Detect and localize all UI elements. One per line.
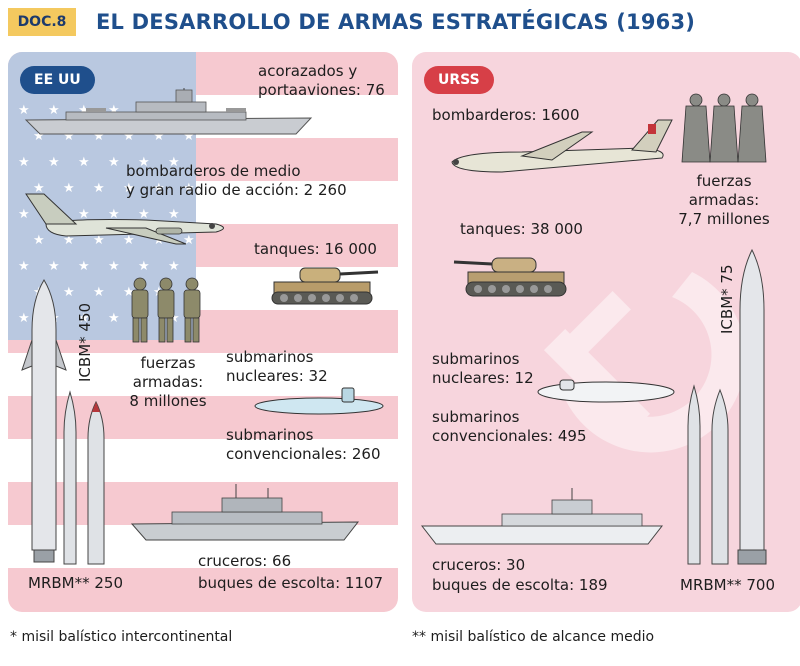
flag-star-icon: ★ <box>168 155 180 170</box>
flag-star-icon: ★ <box>168 259 180 274</box>
urss-subnuc-label-2: nucleares: 12 <box>432 369 534 387</box>
usa-forces-label-3: 8 millones <box>129 392 207 410</box>
bomber-icon <box>451 119 673 173</box>
flag-star-icon: ★ <box>108 311 120 326</box>
usa-bombers-label-1: bombarderos de medio <box>126 162 301 180</box>
flag-star-icon: ★ <box>78 311 90 326</box>
flag-star-icon: ★ <box>48 259 60 274</box>
flag-star-icon: ★ <box>138 207 150 222</box>
usa-tanks-label: tanques: 16 000 <box>254 240 377 258</box>
flag-star-icon: ★ <box>48 155 60 170</box>
flag-star-icon: ★ <box>123 181 135 196</box>
flag-star-icon: ★ <box>123 285 135 300</box>
flag-star-icon: ★ <box>18 259 30 274</box>
flag-star-icon: ★ <box>138 155 150 170</box>
usa-subconv-label-1: submarinos <box>226 426 314 444</box>
usa-forces-label-1: fuerzas <box>140 354 196 372</box>
flag-star-icon: ★ <box>123 129 135 144</box>
flag-star-icon: ★ <box>108 103 120 118</box>
bomber-icon <box>25 193 224 245</box>
flag-star-icon: ★ <box>168 207 180 222</box>
urss-panel: URSS bombarderos: 1600 fuerzas armadas: … <box>412 52 800 612</box>
flag-star-icon: ★ <box>78 155 90 170</box>
urss-subconv-label-1: submarinos <box>432 408 520 426</box>
usa-badge: EE UU <box>20 66 95 94</box>
cruiser-icon <box>130 484 360 541</box>
mrbm-missile-icon <box>687 384 729 565</box>
flag-star-icon: ★ <box>33 129 45 144</box>
urss-icbm-label: ICBM* 75 <box>718 264 736 335</box>
flag-star-icon: ★ <box>78 207 90 222</box>
flag-star-icon: ★ <box>63 233 75 248</box>
footnote-icbm: * misil balístico intercontinental <box>10 629 233 645</box>
urss-cruisers-label: cruceros: 30 <box>432 556 526 574</box>
urss-subnuc-label-1: submarinos <box>432 350 520 368</box>
cruiser-icon <box>420 488 664 545</box>
tank-icon <box>453 257 567 297</box>
flag-star-icon: ★ <box>78 103 90 118</box>
flag-star-icon: ★ <box>183 129 195 144</box>
flag-star-icon: ★ <box>108 155 120 170</box>
submarine-icon <box>537 379 675 403</box>
battleship-icon <box>24 88 313 135</box>
flag-star-icon: ★ <box>33 181 45 196</box>
icbm-missile-icon <box>737 248 767 565</box>
flag-star-icon: ★ <box>63 129 75 144</box>
flag-star-icon: ★ <box>18 155 30 170</box>
usa-cruisers-label: cruceros: 66 <box>198 552 292 570</box>
usa-panel: ★★★★★★★★★★★★★★★★★★★★★★★★★★★★★★★★★★★★★★★★… <box>8 52 398 612</box>
mrbm-missile-icon <box>63 390 105 565</box>
usa-mrbm-label: MRBM** 250 <box>28 574 123 592</box>
flag-star-icon: ★ <box>63 285 75 300</box>
flag-star-icon: ★ <box>63 181 75 196</box>
urss-tanks-label: tanques: 38 000 <box>460 220 583 238</box>
flag-star-icon: ★ <box>123 233 135 248</box>
usa-icbm-label: ICBM* 450 <box>76 302 94 382</box>
urss-bombers-label: bombarderos: 1600 <box>432 106 580 124</box>
flag-star-icon: ★ <box>78 259 90 274</box>
flag-star-icon: ★ <box>153 181 165 196</box>
flag-star-icon: ★ <box>108 259 120 274</box>
usa-bombers-label-2: y gran radio de acción: 2 260 <box>126 181 347 199</box>
urss-forces-label-2: armadas: <box>688 191 760 209</box>
flag-star-icon: ★ <box>93 285 105 300</box>
soldiers-icon <box>131 277 201 343</box>
flag-star-icon: ★ <box>183 233 195 248</box>
submarine-icon <box>254 387 384 415</box>
flag-star-icon: ★ <box>93 233 105 248</box>
flag-star-icon: ★ <box>33 233 45 248</box>
flag-star-icon: ★ <box>18 207 30 222</box>
soldiers-icon <box>681 93 767 163</box>
tank-icon <box>271 267 379 305</box>
urss-badge: URSS <box>424 66 494 94</box>
flag-star-icon: ★ <box>153 129 165 144</box>
usa-subconv-label-2: convencionales: 260 <box>226 445 381 463</box>
page-title: EL DESARROLLO DE ARMAS ESTRATÉGICAS (196… <box>96 10 696 34</box>
flag-star-icon: ★ <box>18 103 30 118</box>
usa-subnuc-label-2: nucleares: 32 <box>226 367 328 385</box>
flag-star-icon: ★ <box>108 207 120 222</box>
flag-star-icon: ★ <box>93 129 105 144</box>
icbm-missile-icon <box>21 279 67 563</box>
urss-subconv-label-2: convencionales: 495 <box>432 427 587 445</box>
usa-forces-label-2: armadas: <box>132 373 204 391</box>
usa-acorazados-label-2: portaaviones: 76 <box>258 81 385 99</box>
flag-star-icon: ★ <box>168 311 180 326</box>
urss-forces-label-3: 7,7 millones <box>678 210 770 228</box>
urss-forces-label-1: fuerzas <box>696 172 752 190</box>
footnote-mrbm: ** misil balístico de alcance medio <box>412 629 655 645</box>
flag-star-icon: ★ <box>138 259 150 274</box>
flag-star-icon: ★ <box>183 181 195 196</box>
usa-acorazados-label-1: acorazados y <box>258 62 358 80</box>
usa-escort-label: buques de escolta: 1107 <box>198 574 384 592</box>
doc-badge: DOC.8 <box>8 8 76 36</box>
urss-mrbm-label: MRBM** 700 <box>680 576 775 594</box>
flag-star-icon: ★ <box>18 311 30 326</box>
flag-star-icon: ★ <box>48 103 60 118</box>
urss-escort-label: buques de escolta: 189 <box>432 576 608 594</box>
usa-subnuc-label-1: submarinos <box>226 348 314 366</box>
flag-star-icon: ★ <box>93 181 105 196</box>
